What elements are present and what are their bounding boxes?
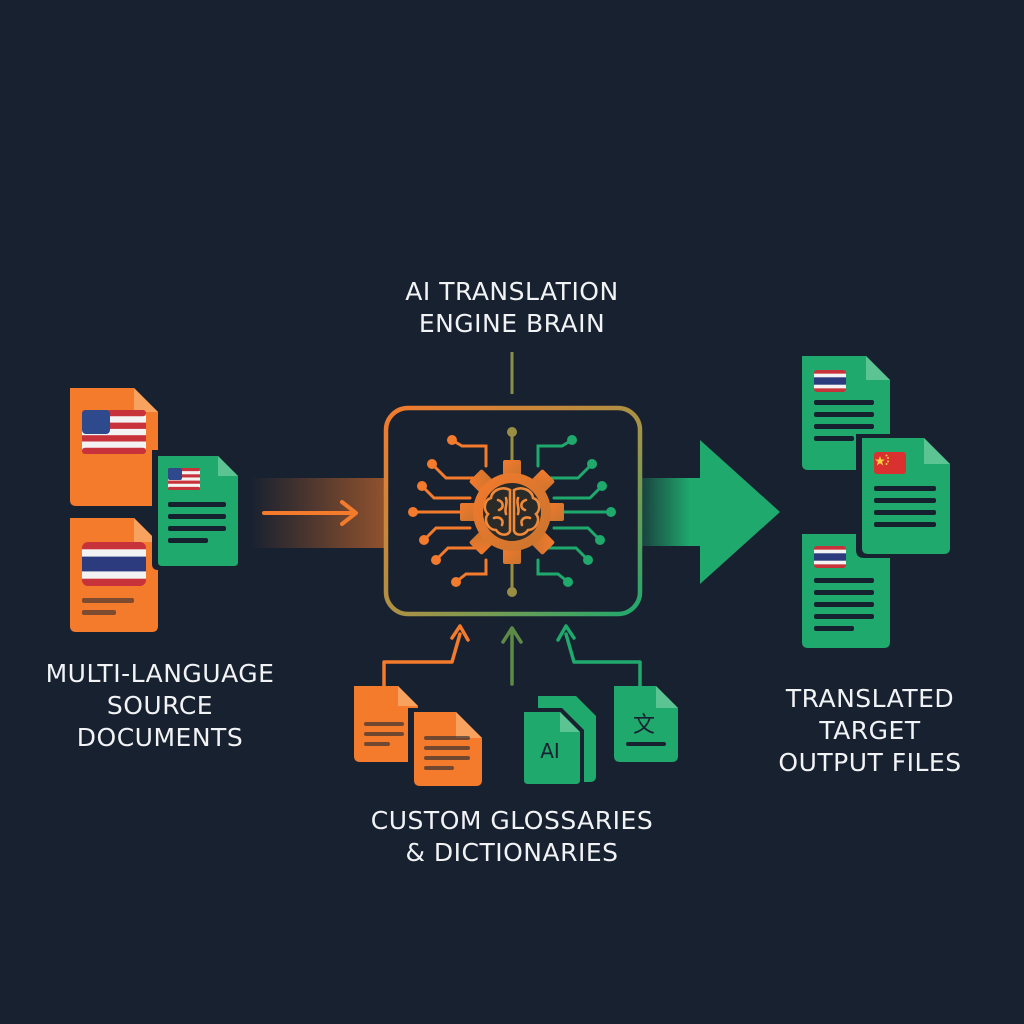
output-label: TRANSLATED TARGET OUTPUT FILES [740,683,1000,779]
engine-title-line-1: AI TRANSLATION [405,277,619,306]
ai-engine-box [383,405,643,617]
glossary-documents-group: AI 文 [354,686,678,790]
source-label-line-3: DOCUMENTS [76,723,244,752]
output-documents-group [802,356,954,648]
glossary-doc-2 [408,708,486,790]
output-label-line-2: TARGET [819,716,921,745]
circuit-nodes [408,427,616,597]
us-flag-icon [82,410,146,454]
translate-glyph-icon: 文 [633,713,655,738]
resources-label: CUSTOM GLOSSARIES & DICTIONARIES [342,805,682,869]
thailand-flag-icon [82,542,146,586]
source-label-line-1: MULTI-LANGUAGE [45,659,275,688]
thailand-flag-icon [814,370,846,392]
brain-icon [483,487,541,536]
circuit-lines [414,432,610,592]
source-doc-us-orange [70,388,158,506]
gear-icon [460,460,564,564]
source-doc-thailand-orange [70,518,158,632]
output-label-line-1: TRANSLATED [785,684,955,713]
output-arrow [642,440,780,584]
resources-label-line-2: & DICTIONARIES [405,838,619,867]
thailand-flag-icon [814,546,846,568]
source-documents-group [70,388,244,632]
source-label-line-2: SOURCE [106,691,214,720]
us-flag-small-icon [168,468,200,490]
output-label-line-3: OUTPUT FILES [778,748,962,777]
resources-label-line-1: CUSTOM GLOSSARIES [370,806,654,835]
engine-title-line-2: ENGINE BRAIN [418,309,606,338]
output-doc-china [856,434,954,558]
engine-title: AI TRANSLATION ENGINE BRAIN [362,276,662,340]
china-flag-icon [874,452,906,474]
source-doc-us-green [152,450,244,570]
resource-input-arrows [382,624,642,692]
source-label: MULTI-LANGUAGE SOURCE DOCUMENTS [20,658,300,754]
ai-dictionary-doc: AI [520,708,584,788]
ai-doc-text: AI [540,739,560,763]
glossary-doc-1 [354,686,418,762]
language-dictionary-doc: 文 [614,686,678,762]
input-arrow [262,500,358,526]
